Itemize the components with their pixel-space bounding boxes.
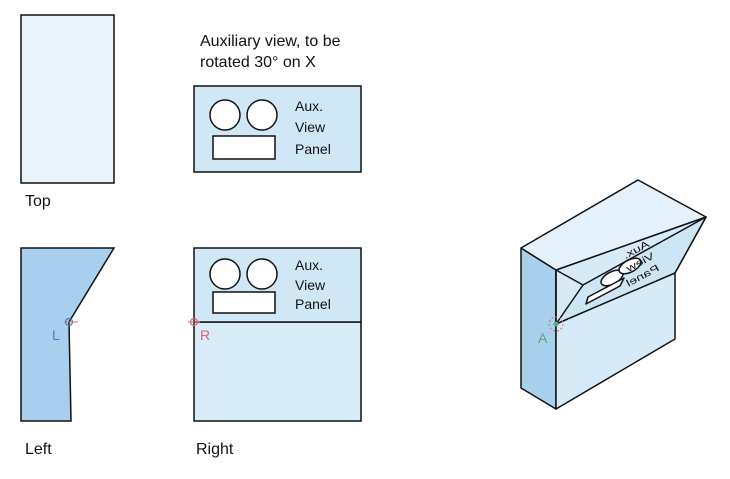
right-view-lower [193,321,362,422]
aux-view-note-line-2: rotated 30° on X [200,54,316,71]
right-panel-line-3: Panel [295,296,331,312]
top-view-caption: Top [25,193,51,210]
iso-marker-label: A [538,330,548,346]
left-view-caption: Left [25,441,52,458]
iso-pivot-marker [548,316,564,332]
aux-view-note: Auxiliary view, to be rotated 30° on X [200,31,341,73]
aux-view-panel: Aux. View Panel [193,85,362,173]
left-view: L [20,247,116,422]
isometric-view: Aux. View Panel A [520,179,707,410]
left-marker-label: L [52,327,60,343]
top-view-rect [20,14,115,184]
right-dial-left [209,258,241,290]
right-panel-line-2: View [295,277,326,293]
right-marker-label: R [200,327,210,343]
right-panel-line-1: Aux. [295,257,323,273]
aux-panel-line-1: Aux. [295,98,323,114]
right-view-caption: Right [196,441,234,458]
aux-dial-right [246,99,278,131]
iso-panel-fold-line [555,269,584,286]
aux-display-slot [212,135,276,160]
right-dial-right [246,258,278,290]
right-display-slot [212,291,276,314]
iso-dial-right [618,257,642,275]
aux-view-note-line-1: Auxiliary view, to be [200,33,341,50]
aux-panel-line-2: View [295,119,326,135]
iso-display-slot [585,277,625,305]
aux-panel-line-3: Panel [295,141,331,157]
iso-pivot-dot [553,321,559,327]
aux-dial-left [209,99,241,131]
right-view: Aux. View Panel R [188,247,362,422]
left-view-shape [20,247,116,422]
